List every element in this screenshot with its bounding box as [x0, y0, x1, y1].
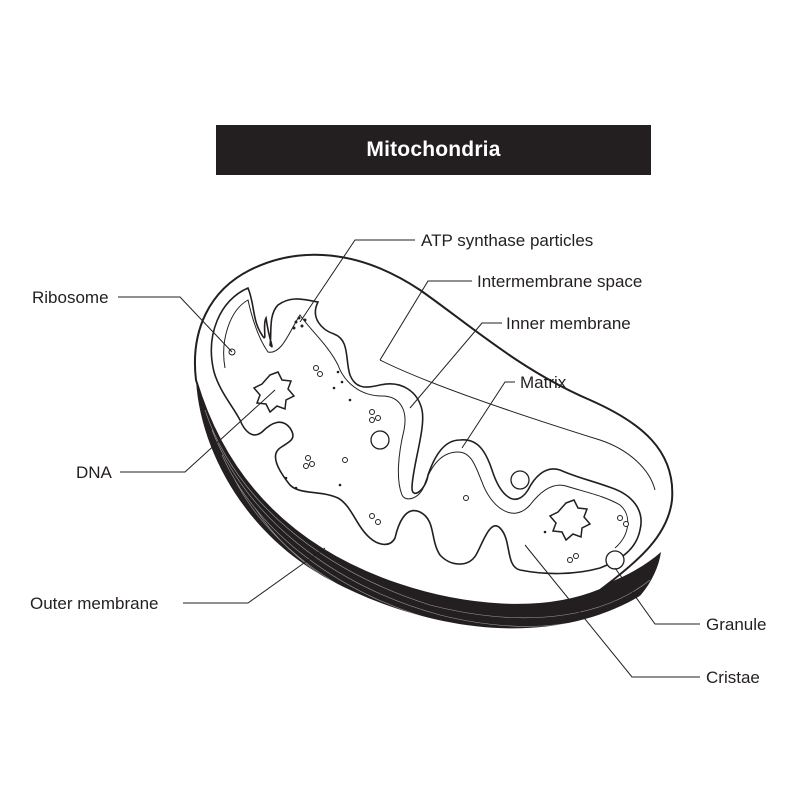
intermembrane-divider [379, 359, 656, 491]
inner-membrane-secondary [223, 299, 629, 549]
label-intermembrane-space: Intermembrane space [477, 272, 643, 291]
title-banner: Mitochondria [216, 125, 651, 175]
label-atp-synthase: ATP synthase particles [421, 231, 594, 250]
granule-3 [605, 550, 625, 570]
leader-granule [614, 567, 700, 625]
leader-matrix [461, 381, 515, 449]
outer-membrane-outline [194, 253, 674, 606]
label-outer-membrane: Outer membrane [30, 594, 159, 613]
label-cristae: Cristae [706, 668, 760, 687]
label-granule: Granule [706, 615, 767, 634]
dna-strand-1 [252, 371, 296, 414]
leader-lines [118, 239, 700, 678]
granule-1 [370, 430, 390, 450]
leader-intermembrane [379, 280, 472, 361]
ribosome-clusters [228, 348, 629, 563]
leader-ribosome [118, 296, 233, 353]
diagram-title: Mitochondria [366, 138, 501, 161]
leader-dna [120, 389, 276, 473]
inner-membrane-cristae [210, 286, 642, 575]
leader-cristae [524, 544, 700, 678]
granule-2 [510, 470, 530, 490]
leader-inner-membrane [409, 322, 502, 409]
leader-atp [299, 239, 415, 323]
leader-outer-membrane [183, 547, 326, 604]
dna-strand-2 [548, 499, 592, 542]
atp-synthase-dots [284, 316, 547, 534]
outer-membrane-shell [196, 380, 661, 629]
label-matrix: Matrix [520, 373, 567, 392]
label-ribosome: Ribosome [32, 288, 109, 307]
label-dna: DNA [76, 463, 112, 482]
label-inner-membrane: Inner membrane [506, 314, 631, 333]
